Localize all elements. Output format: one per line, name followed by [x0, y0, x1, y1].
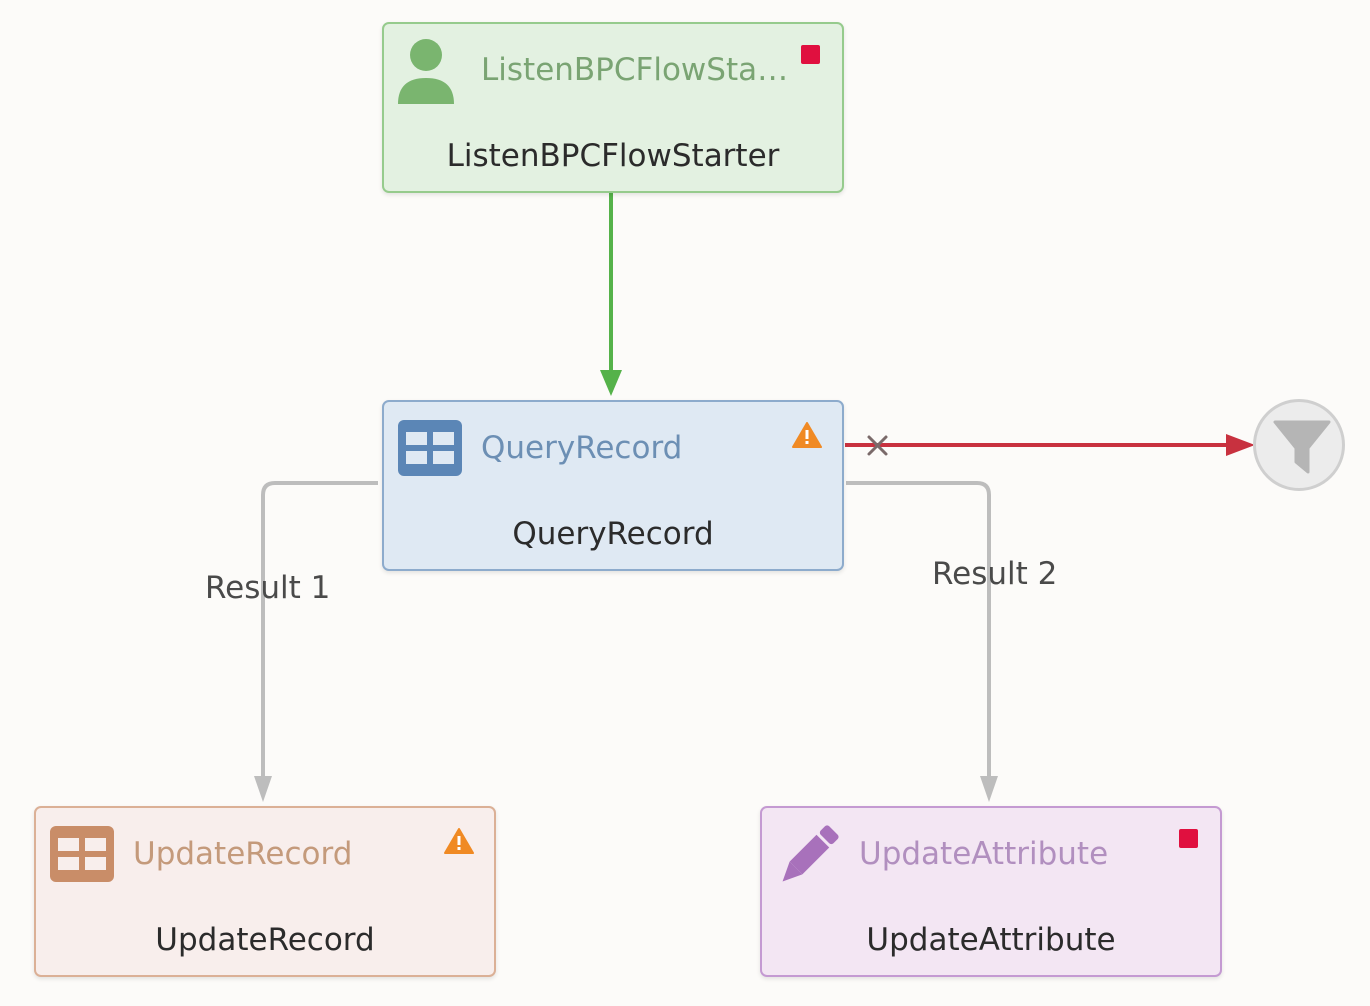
table-icon — [396, 416, 464, 484]
warning-icon[interactable] — [792, 421, 822, 449]
funnel-icon — [1273, 420, 1331, 474]
edge-query-to-update-attribute[interactable] — [846, 481, 998, 802]
warning-icon[interactable] — [444, 827, 474, 855]
processor-type-label: ListenBPCFlowStar... — [481, 52, 791, 88]
edge-label-result-1[interactable]: Result 1 — [205, 570, 331, 606]
pencil-icon — [774, 822, 842, 890]
funnel-node[interactable] — [1253, 399, 1345, 491]
edge-query-to-filter[interactable] — [845, 434, 1255, 456]
edge-query-to-update-record[interactable] — [254, 481, 378, 802]
terminate-x-icon[interactable] — [867, 435, 888, 456]
processor-type-label: UpdateRecord — [133, 836, 353, 872]
processor-type-label: QueryRecord — [481, 430, 683, 466]
processor-listen-bpc-flow-starter[interactable]: ListenBPCFlowStar... ListenBPCFlowStarte… — [382, 22, 844, 193]
processor-update-attribute[interactable]: UpdateAttribute UpdateAttribute — [760, 806, 1222, 977]
processor-name: QueryRecord — [512, 516, 714, 552]
processor-type-label: UpdateAttribute — [859, 836, 1109, 872]
edge-listen-to-query[interactable] — [600, 193, 622, 396]
stopped-status-icon — [1179, 829, 1198, 848]
processor-name: UpdateAttribute — [866, 922, 1116, 958]
table-icon — [48, 822, 116, 890]
processor-name: ListenBPCFlowStarter — [446, 138, 780, 174]
processor-update-record[interactable]: UpdateRecord UpdateRecord — [34, 806, 496, 977]
processor-name: UpdateRecord — [155, 922, 375, 958]
stopped-status-icon — [801, 45, 820, 64]
user-icon — [396, 38, 464, 106]
edge-label-result-2[interactable]: Result 2 — [932, 556, 1058, 592]
processor-query-record[interactable]: QueryRecord QueryRecord — [382, 400, 844, 571]
